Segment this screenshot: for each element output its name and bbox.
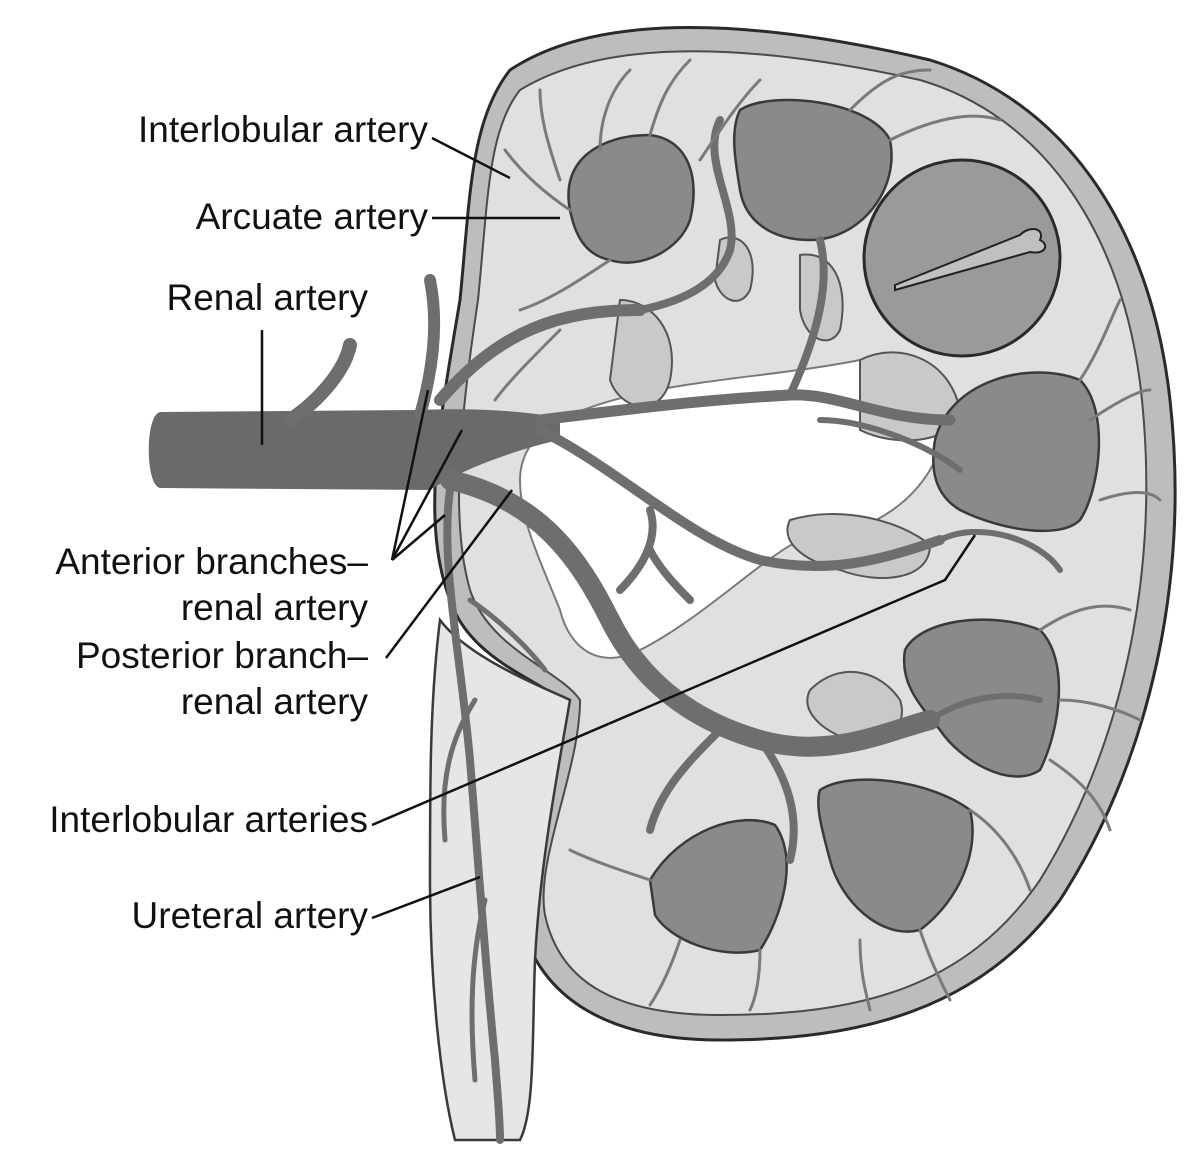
artery-branch [283, 338, 357, 427]
leader-interlobular-artery [431, 136, 511, 180]
label-anterior-branches-line2: renal artery [180, 587, 368, 628]
label-renal-artery: Renal artery [166, 277, 368, 318]
artery-branch [535, 425, 945, 572]
ureteral-artery-vessel [443, 486, 504, 1144]
renal-papilla [713, 236, 754, 302]
artery-branch [817, 417, 1063, 723]
nephron-tubule [894, 228, 1047, 292]
interlobular-twigs [493, 58, 1162, 1012]
artery-branch [636, 116, 736, 314]
artery-branch [786, 236, 828, 399]
label-interlobular-arteries: Interlobular arteries [49, 799, 368, 840]
renal-artery-trunk [148, 409, 560, 490]
leader-posterior-branch [385, 489, 513, 659]
renal-pyramid [648, 818, 788, 954]
leader-interlobular-arteries [371, 534, 977, 827]
label-interlobular-artery: Interlobular artery [138, 109, 428, 150]
artery-branch [441, 597, 548, 1083]
label-posterior-branch-line2: renal artery [180, 681, 368, 722]
label-posterior-branch-line1: Posterior branch– [75, 635, 368, 676]
renal-pyramid [567, 133, 695, 264]
artery-branch [434, 304, 646, 406]
label-arcuate-artery: Arcuate artery [195, 196, 428, 237]
posterior-branch [440, 470, 940, 757]
label-anterior-branches-line1: Anterior branches– [55, 541, 368, 582]
artery-branch [616, 506, 694, 604]
renal-pyramid [732, 98, 893, 242]
artery-branch [646, 726, 724, 834]
renal-pyramid [817, 778, 974, 933]
leader-anterior-branches [390, 389, 464, 561]
ureter [428, 616, 572, 1142]
artery-branch [534, 389, 956, 426]
label-ureteral-artery: Ureteral artery [131, 895, 368, 936]
renal-pyramid [932, 371, 1101, 533]
artery-branch [756, 736, 798, 864]
artery-branch [414, 274, 441, 421]
leader-ureteral-artery [371, 875, 481, 920]
